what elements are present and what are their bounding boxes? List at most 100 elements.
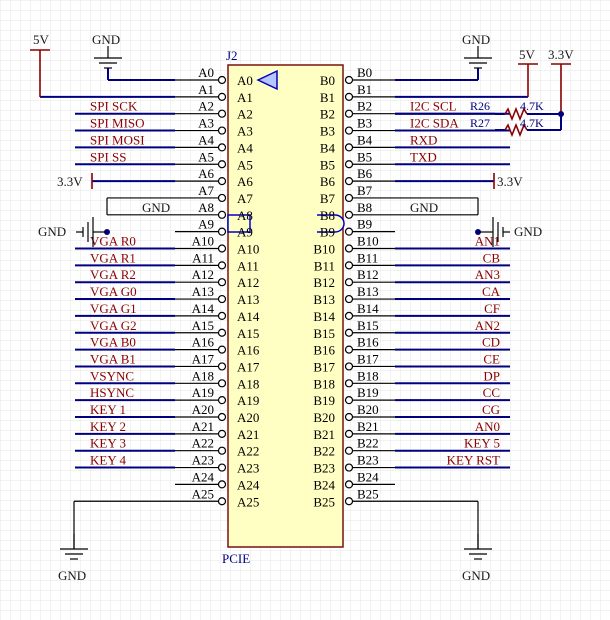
pin-bubble-b2[interactable] — [344, 109, 354, 118]
pin-bubble-b25[interactable] — [344, 497, 354, 506]
pin-bubble-b8[interactable] — [344, 210, 354, 219]
svg-text:GND: GND — [58, 568, 86, 583]
pin-bubble-a8[interactable] — [217, 210, 227, 219]
pin-number-a20: A20 — [192, 402, 214, 417]
wires-layer — [40, 68, 528, 549]
pin-bubble-b0[interactable] — [344, 75, 354, 85]
pin-name-a13: A13 — [237, 292, 259, 307]
gnd-symbol-top-right[interactable]: GND — [462, 32, 492, 69]
pin-name-a1: A1 — [237, 90, 253, 105]
pin-bubble-a21[interactable] — [217, 429, 227, 438]
pin-bubble-b21[interactable] — [344, 429, 354, 438]
net-label-cg: CG — [482, 402, 500, 417]
pin-bubble-a4[interactable] — [217, 143, 227, 152]
pin-bubble-a9[interactable] — [217, 227, 227, 236]
net-label-i2c-sda: I2C SDA — [410, 116, 459, 131]
gnd-symbol-bottom-left[interactable]: GND — [58, 534, 88, 583]
pin-bubble-b19[interactable] — [344, 396, 354, 405]
pin-name-b4: B4 — [320, 140, 336, 155]
pin-bubble-a25[interactable] — [217, 497, 227, 506]
connector-body[interactable] — [227, 64, 344, 548]
pin-bubble-a17[interactable] — [217, 362, 227, 371]
gnd-symbol-left-side[interactable]: GND — [38, 217, 107, 247]
pin-bubble-a18[interactable] — [217, 379, 227, 388]
pin-bubble-b3[interactable] — [344, 126, 354, 135]
pin-bubble-a7[interactable] — [217, 193, 227, 203]
pin-bubble-a12[interactable] — [217, 278, 227, 287]
pin-bubble-a14[interactable] — [217, 311, 227, 320]
power-5v-left[interactable]: 5V — [30, 32, 50, 97]
pin-bubble-b23[interactable] — [344, 463, 354, 472]
pin-bubble-a1[interactable] — [217, 92, 227, 101]
pin-name-b19: B19 — [313, 393, 335, 408]
pin-number-a2: A2 — [198, 99, 214, 114]
gnd-symbol-top-left[interactable]: GND — [92, 32, 122, 69]
pin-bubble-b11[interactable] — [344, 261, 354, 270]
pin-bubble-a13[interactable] — [217, 294, 227, 304]
pin-bubble-b7[interactable] — [344, 193, 354, 203]
pin-name-b14: B14 — [313, 309, 335, 324]
pin-name-b17: B17 — [313, 359, 335, 374]
pin-bubble-b9[interactable] — [344, 227, 354, 236]
pin-bubble-a22[interactable] — [217, 446, 227, 455]
svg-text:GND: GND — [38, 224, 66, 239]
pin-bubble-b10[interactable] — [344, 244, 354, 253]
pin-number-a19: A19 — [192, 385, 214, 400]
pin-bubble-b20[interactable] — [344, 412, 354, 422]
component-footprint: PCIE — [222, 551, 250, 566]
pin-bubble-b15[interactable] — [344, 328, 354, 337]
svg-text:5V: 5V — [33, 32, 50, 47]
net-label-key-rst: KEY RST — [447, 453, 500, 468]
gnd-symbol-bottom-right[interactable]: GND — [462, 534, 492, 583]
power-3v3-right[interactable]: 3.3V — [548, 47, 574, 130]
pin-bubble-b6[interactable] — [344, 177, 354, 186]
pin-bubble-b24[interactable] — [344, 480, 354, 489]
pin-bubble-a6[interactable] — [217, 177, 227, 186]
pin-bubble-a0[interactable] — [217, 75, 227, 85]
pin-number-b1: B1 — [357, 82, 372, 97]
pin-bubble-a20[interactable] — [217, 412, 227, 422]
pin-bubble-b13[interactable] — [344, 294, 354, 304]
gnd-net-label-right: GND — [410, 200, 438, 215]
pin-bubble-b16[interactable] — [344, 345, 354, 354]
pin-bubble-a16[interactable] — [217, 345, 227, 354]
resistor-r26[interactable]: R26 4.7K — [470, 99, 561, 122]
pin-number-a10: A10 — [192, 234, 214, 249]
pin-bubble-a19[interactable] — [217, 396, 227, 405]
pin-bubble-b22[interactable] — [344, 446, 354, 455]
pin-bubble-b4[interactable] — [344, 143, 354, 152]
pin-bubble-a5[interactable] — [217, 160, 227, 169]
pin-bubble-a11[interactable] — [217, 261, 227, 270]
pin-bubble-a3[interactable] — [217, 126, 227, 135]
net-label-spi-sck: SPI SCK — [90, 99, 138, 114]
pin-number-a14: A14 — [192, 301, 215, 316]
pin-bubble-a15[interactable] — [217, 328, 227, 337]
svg-text:5V: 5V — [519, 47, 536, 62]
pin-number-b19: B19 — [357, 385, 379, 400]
gnd-symbol-right-side[interactable]: GND — [478, 217, 542, 247]
pin-bubble-b17[interactable] — [344, 362, 354, 371]
power-3v3-left[interactable]: 3.3V — [57, 173, 93, 189]
power-5v-right[interactable]: 5V — [518, 47, 538, 97]
resistor-r27[interactable]: R27 4.7K — [470, 116, 561, 138]
pin-name-b10: B10 — [313, 242, 335, 257]
pin-bubble-b1[interactable] — [344, 92, 354, 101]
pin-name-b1: B1 — [320, 90, 335, 105]
net-label-spi-mosi: SPI MOSI — [90, 132, 145, 147]
pin-number-a23: A23 — [192, 453, 214, 468]
pin-bubble-a23[interactable] — [217, 463, 227, 472]
pin-name-a25: A25 — [237, 494, 259, 509]
pin-bubble-b12[interactable] — [344, 278, 354, 287]
net-label-vga-g2: VGA G2 — [90, 318, 137, 333]
pin-bubble-b5[interactable] — [344, 160, 354, 169]
pin-bubble-a2[interactable] — [217, 109, 227, 118]
pin-bubble-a24[interactable] — [217, 480, 227, 489]
svg-text:GND: GND — [462, 32, 490, 47]
pin-name-b12: B12 — [313, 275, 335, 290]
pin-name-a17: A17 — [237, 359, 260, 374]
pin-bubble-b18[interactable] — [344, 379, 354, 388]
power-3v3-right-b6[interactable]: 3.3V — [493, 173, 523, 189]
pin-bubble-a10[interactable] — [217, 244, 227, 253]
net-label-cc: CC — [483, 385, 500, 400]
pin-bubble-b14[interactable] — [344, 311, 354, 320]
